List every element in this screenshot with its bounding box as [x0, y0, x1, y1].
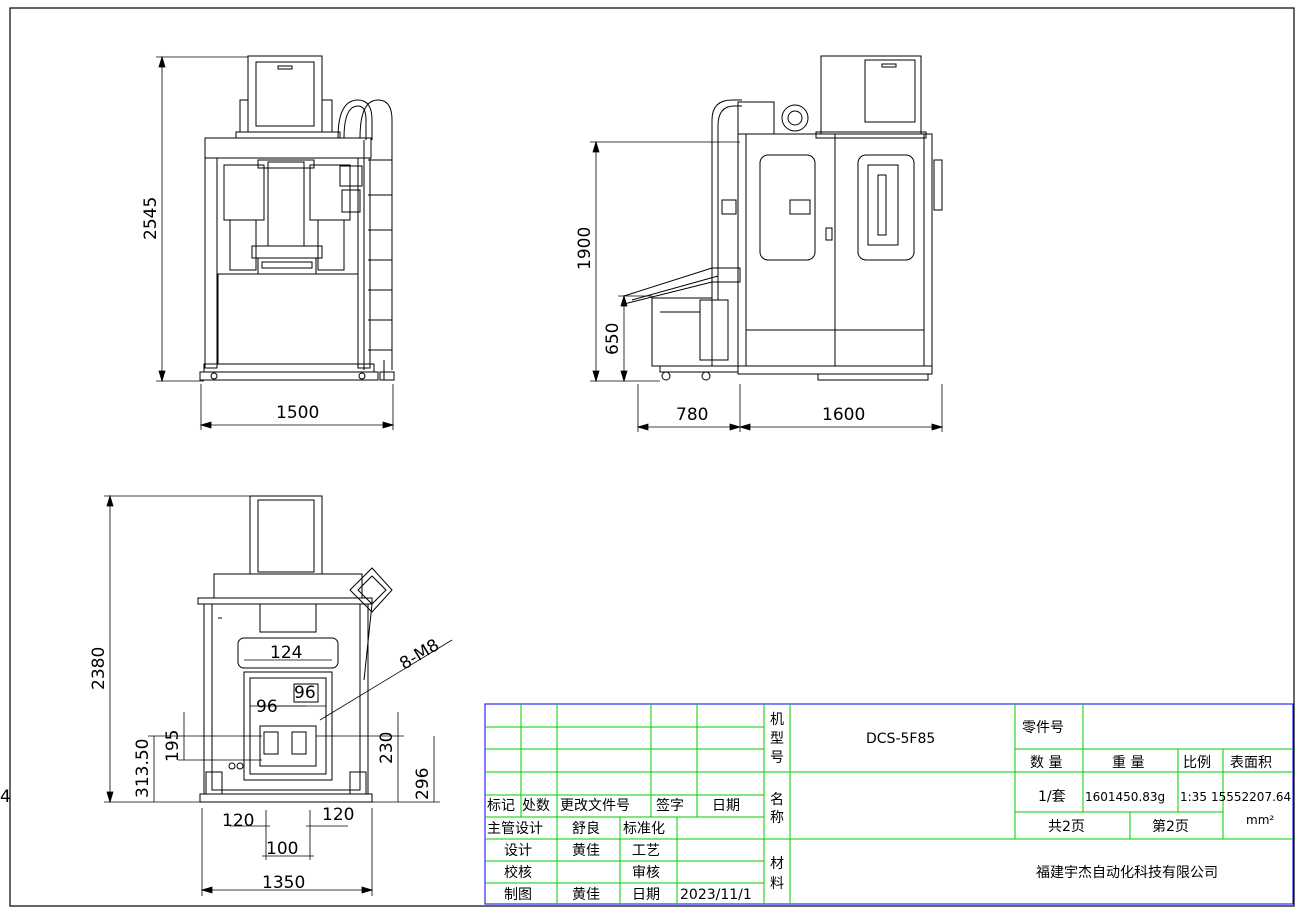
dim-plan-height: 2380 — [89, 647, 109, 690]
name-label-2: 称 — [770, 810, 784, 826]
dim-plan-313: 313.50 — [133, 739, 153, 798]
drawing-border — [9, 7, 1295, 907]
date-value: 2023/11/1 — [680, 887, 752, 903]
dim-plan-inner-width: 124 — [270, 643, 302, 663]
model-label-1: 机 — [770, 712, 784, 728]
qty-label: 数 量 — [1030, 755, 1062, 771]
plan-view — [197, 495, 393, 803]
material-label-1: 材 — [770, 856, 784, 872]
rev-header-sign: 签字 — [656, 797, 684, 814]
name-drafter: 黄佳 — [572, 886, 600, 903]
dim-front-width: 1500 — [276, 403, 319, 423]
company-name: 福建宇杰自动化科技有限公司 — [1036, 865, 1218, 881]
dim-plan-spacing-right: 96 — [294, 683, 316, 703]
role-drafter: 制图 — [504, 887, 532, 903]
total-pages: 共2页 — [1048, 819, 1085, 835]
front-view — [199, 55, 395, 381]
name-designer: 黄佳 — [572, 842, 600, 859]
name-chief-designer: 舒良 — [572, 821, 600, 837]
role-reviewer: 审核 — [632, 865, 660, 881]
dim-side-width-left: 780 — [676, 405, 708, 425]
rev-header-docno: 更改文件号 — [560, 798, 630, 814]
area-unit: mm² — [1246, 813, 1274, 827]
qty-value: 1/套 — [1038, 789, 1066, 805]
rev-header-mark: 标记 — [487, 798, 515, 814]
title-block-grid — [484, 703, 1294, 905]
dim-plan-bottom-left: 120 — [222, 811, 254, 831]
weight-label: 重 量 — [1112, 755, 1144, 771]
scale-label: 比例 — [1183, 755, 1211, 771]
rev-header-date: 日期 — [712, 798, 740, 814]
plan-dimensions — [104, 494, 453, 896]
area-label: 表面积 — [1230, 755, 1272, 771]
dim-side-step: 650 — [603, 323, 623, 355]
dim-thread-callout: 8-M8 — [396, 635, 443, 674]
dim-plan-195: 195 — [163, 730, 183, 762]
dim-plan-230: 230 — [377, 732, 397, 764]
side-dimensions — [590, 140, 944, 432]
model-label-2: 型 — [770, 731, 784, 747]
dim-plan-spacing-left: 96 — [256, 697, 278, 717]
dim-plan-bottom-right: 120 — [322, 805, 354, 825]
model-label-3: 号 — [770, 750, 784, 766]
page-number: 第2页 — [1152, 818, 1189, 835]
area-value: 15552207.64 — [1211, 790, 1291, 804]
front-dimensions — [156, 55, 395, 430]
dim-side-height: 1900 — [575, 227, 595, 270]
dim-side-width-right: 1600 — [822, 405, 865, 425]
weight-value: 1601450.83g — [1085, 790, 1165, 804]
role-checker: 校核 — [504, 864, 532, 881]
role-chief-designer: 主管设计 — [487, 821, 543, 837]
dim-plan-296: 296 — [413, 768, 433, 800]
role-date: 日期 — [632, 887, 660, 903]
model-value: DCS-5F85 — [866, 731, 935, 747]
scale-value: 1:35 — [1180, 790, 1207, 804]
name-label-1: 名 — [770, 792, 784, 808]
role-standardization: 标准化 — [623, 821, 665, 837]
side-view — [623, 55, 943, 381]
dim-front-height: 2545 — [141, 197, 161, 240]
role-process: 工艺 — [632, 843, 660, 859]
part-no-label: 零件号 — [1022, 720, 1064, 736]
material-label-2: 料 — [770, 876, 784, 892]
rev-header-count: 处数 — [522, 798, 550, 814]
role-designer: 设计 — [504, 843, 532, 859]
dim-plan-width: 1350 — [262, 873, 305, 893]
dim-plan-bottom-center: 100 — [266, 839, 298, 859]
edge-marker: 4 — [0, 787, 11, 807]
